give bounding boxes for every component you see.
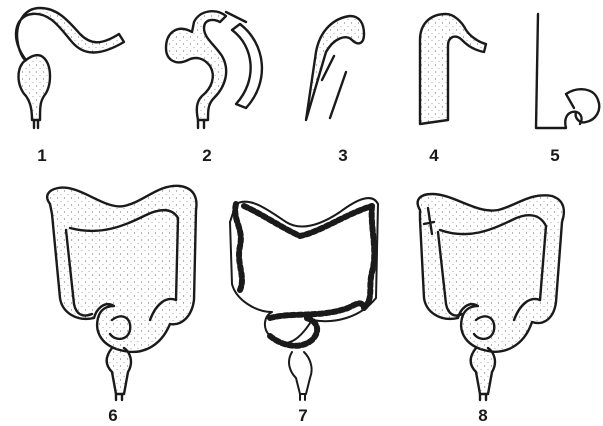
colon-figure-3 <box>306 16 364 120</box>
colon-figure-4 <box>420 14 486 124</box>
colon-figure-6 <box>47 186 196 400</box>
colon-figure-1 <box>16 8 124 128</box>
colon-figure-7 <box>230 198 378 400</box>
colon-figure-5 <box>536 14 599 128</box>
figure-label-3: 3 <box>328 146 358 166</box>
figure-label-7: 7 <box>288 406 318 426</box>
figure-label-1: 1 <box>27 146 57 166</box>
colon-figure-2 <box>166 11 262 128</box>
figure-label-5: 5 <box>540 146 570 166</box>
colon-figure-8 <box>418 194 564 400</box>
figure-label-4: 4 <box>419 146 449 166</box>
figure-label-8: 8 <box>468 406 498 426</box>
figure-label-2: 2 <box>192 146 222 166</box>
figure-label-6: 6 <box>98 406 128 426</box>
